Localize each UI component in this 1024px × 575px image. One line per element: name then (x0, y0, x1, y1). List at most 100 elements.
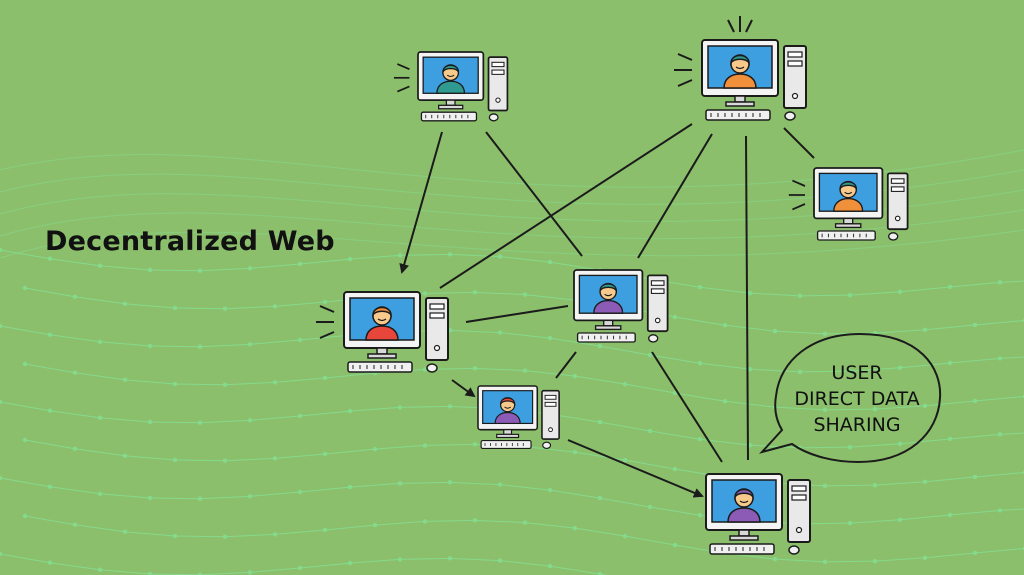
mesh-edge (699, 362, 751, 370)
mesh-edge (449, 557, 501, 562)
monitor-stand (843, 217, 854, 225)
mesh-edge (999, 280, 1024, 283)
monitor-stand (503, 429, 513, 435)
mesh-edge (724, 324, 776, 332)
mesh-node (672, 466, 678, 472)
mesh-edge (574, 527, 626, 537)
mesh-edge (274, 453, 326, 459)
mesh-edge (549, 261, 601, 271)
mesh-edge (299, 334, 351, 341)
mesh-edge (549, 565, 601, 575)
mesh-edge (799, 370, 851, 373)
pc-middle-left (316, 291, 449, 373)
mesh-edge (774, 406, 826, 411)
mesh-edge (924, 400, 976, 407)
activity-rays-icon (674, 53, 693, 87)
mesh-edge (249, 415, 301, 421)
mesh-node (47, 332, 53, 337)
user-avatar-icon (365, 306, 399, 341)
mesh-edge (949, 357, 1001, 364)
mesh-edge (324, 448, 376, 455)
mesh-edge (474, 367, 526, 372)
mesh-edge (0, 477, 51, 488)
mesh-node (147, 267, 153, 273)
link-center-to-bottomright (651, 351, 723, 463)
mesh-edge (124, 531, 176, 537)
mouse-icon (488, 113, 499, 122)
mesh-edge (449, 253, 501, 258)
activity-rays-icon (788, 179, 806, 211)
mesh-edge (724, 400, 776, 408)
link-topleft-to-center (485, 131, 583, 257)
mesh-edge (149, 421, 201, 424)
mesh-edge (74, 296, 126, 305)
mesh-edge (674, 392, 726, 402)
mouse-icon (888, 232, 899, 241)
mesh-edge (899, 362, 951, 369)
mesh-edge (124, 379, 176, 385)
mesh-node (47, 256, 53, 261)
mesh-edge (774, 558, 826, 563)
mesh-edge (924, 476, 976, 483)
mesh-edge (199, 571, 251, 575)
mesh-edge (0, 249, 51, 260)
keyboard-icon (347, 361, 413, 373)
activity-rays-icon (393, 63, 410, 93)
mesh-edge (874, 329, 926, 334)
mesh-edge (174, 459, 226, 462)
mesh-edge (449, 329, 501, 334)
mesh-edge (0, 553, 51, 564)
mesh-edge (174, 535, 226, 538)
mesh-edge (224, 381, 276, 386)
mesh-edge (674, 316, 726, 326)
link-lowercenter-to-bottomright (567, 439, 704, 498)
mesh-edge (524, 446, 576, 453)
mesh-edge (499, 332, 551, 339)
mesh-edge (99, 569, 151, 575)
computer-tower-icon (783, 45, 807, 109)
mesh-edge (374, 444, 426, 450)
mesh-edge (799, 446, 851, 449)
mesh-edge (74, 448, 126, 457)
mesh-edge (999, 508, 1024, 511)
mesh-edge (199, 419, 251, 424)
speech-bubble (758, 332, 942, 464)
mesh-edge (249, 339, 301, 345)
mesh-node (172, 305, 178, 311)
mesh-edge (49, 486, 101, 495)
user-avatar-icon (593, 282, 624, 314)
pc-top-left (393, 51, 509, 122)
mesh-edge (599, 421, 651, 432)
keyboard-icon (816, 230, 876, 241)
activity-rays-top-icon (727, 16, 753, 33)
mesh-edge (224, 305, 276, 310)
keyboard-icon (480, 440, 532, 449)
mesh-node (672, 390, 678, 396)
computer-tower-icon (541, 389, 560, 440)
mesh-edge (574, 451, 626, 461)
mesh-edge (399, 253, 451, 256)
link-center-to-lowercenter (555, 351, 577, 379)
keyboard-icon (420, 111, 478, 122)
mesh-edge (524, 522, 576, 529)
mesh-edge (24, 515, 76, 526)
mesh-edge (924, 324, 976, 331)
mesh-node (72, 294, 78, 299)
mesh-edge (549, 489, 601, 499)
computer-tower-icon (646, 274, 669, 333)
mesh-edge (824, 560, 876, 563)
monitor-stand (445, 99, 456, 106)
link-topright-to-right (783, 127, 815, 159)
mesh-edge (924, 552, 976, 559)
mouse-icon (788, 545, 800, 555)
mesh-edge (99, 341, 151, 347)
mesh-edge (899, 514, 951, 521)
mesh-edge (274, 529, 326, 535)
mesh-edge (849, 519, 901, 524)
bubble-line-2: DIRECT DATA (794, 388, 920, 410)
mesh-edge (424, 291, 476, 294)
mesh-wave (0, 149, 1024, 188)
mesh-edge (349, 558, 401, 564)
link-midleft-to-center (465, 305, 569, 323)
mesh-edge (49, 334, 101, 343)
